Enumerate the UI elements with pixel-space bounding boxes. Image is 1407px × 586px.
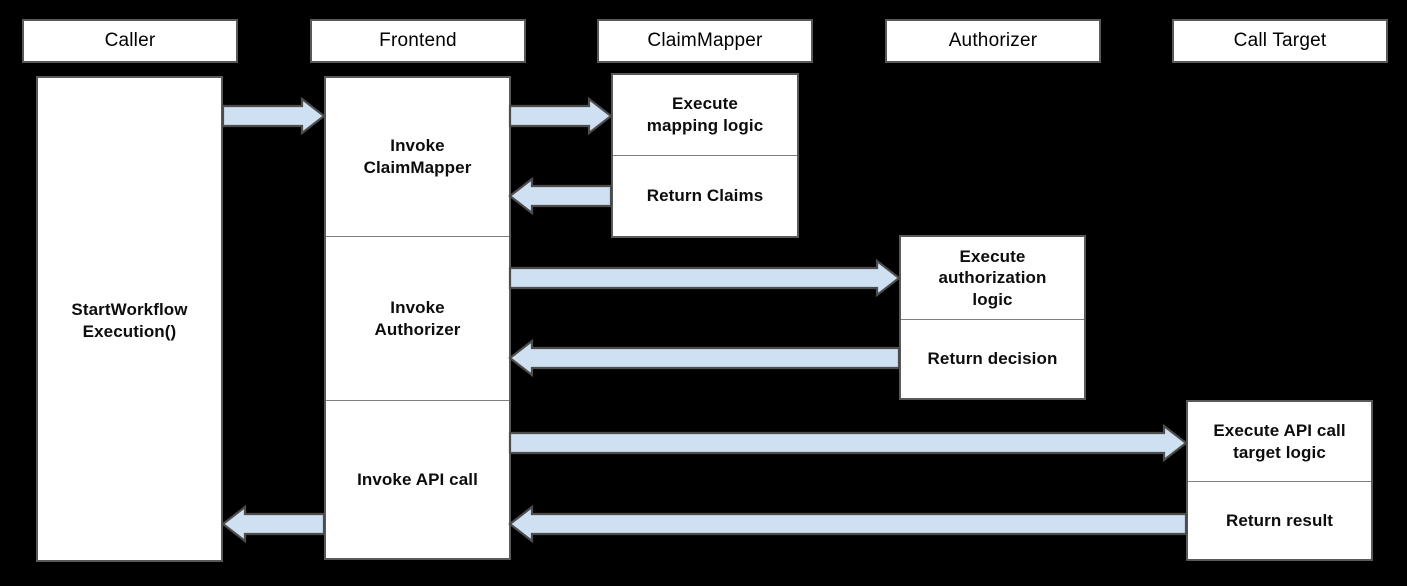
- message-arrow-frontend-to-authorizer[interactable]: [508, 258, 901, 298]
- message-arrow-frontend-to-claimmapper[interactable]: [508, 96, 613, 136]
- activation-segment-return-result: Return result: [1188, 481, 1371, 559]
- participant-label-frontend: Frontend: [379, 29, 457, 51]
- participant-label-claimmapper: ClaimMapper: [647, 29, 763, 51]
- message-arrow-claimmapper-to-frontend[interactable]: [508, 176, 613, 216]
- activation-segment-invoke-api-call: Invoke API call: [326, 400, 509, 558]
- activation-label-return-decision: Return decision: [927, 349, 1058, 369]
- activation-segment-return-decision: Return decision: [901, 319, 1084, 398]
- message-arrow-calltarget-to-frontend[interactable]: [508, 504, 1188, 544]
- participant-header-authorizer[interactable]: Authorizer: [885, 19, 1101, 63]
- participant-label-authorizer: Authorizer: [948, 29, 1038, 51]
- participant-label-caller: Caller: [104, 29, 156, 51]
- participant-header-caller[interactable]: Caller: [22, 19, 238, 63]
- activation-label-return-claims: Return Claims: [646, 186, 764, 206]
- message-arrow-frontend-to-calltarget[interactable]: [508, 423, 1188, 463]
- message-arrow-caller-to-frontend[interactable]: [221, 96, 326, 136]
- activation-label-invoke-api-call: Invoke API call: [357, 469, 478, 489]
- participant-label-calltarget: Call Target: [1233, 29, 1327, 51]
- activation-label-return-result: Return result: [1225, 510, 1334, 530]
- participant-header-calltarget[interactable]: Call Target: [1172, 19, 1388, 63]
- message-arrow-authorizer-to-frontend[interactable]: [508, 338, 901, 378]
- participant-header-claimmapper[interactable]: ClaimMapper: [597, 19, 813, 63]
- message-arrow-frontend-to-caller[interactable]: [221, 504, 326, 544]
- activation-segment-return-claims: Return Claims: [613, 155, 797, 236]
- participant-header-frontend[interactable]: Frontend: [310, 19, 526, 63]
